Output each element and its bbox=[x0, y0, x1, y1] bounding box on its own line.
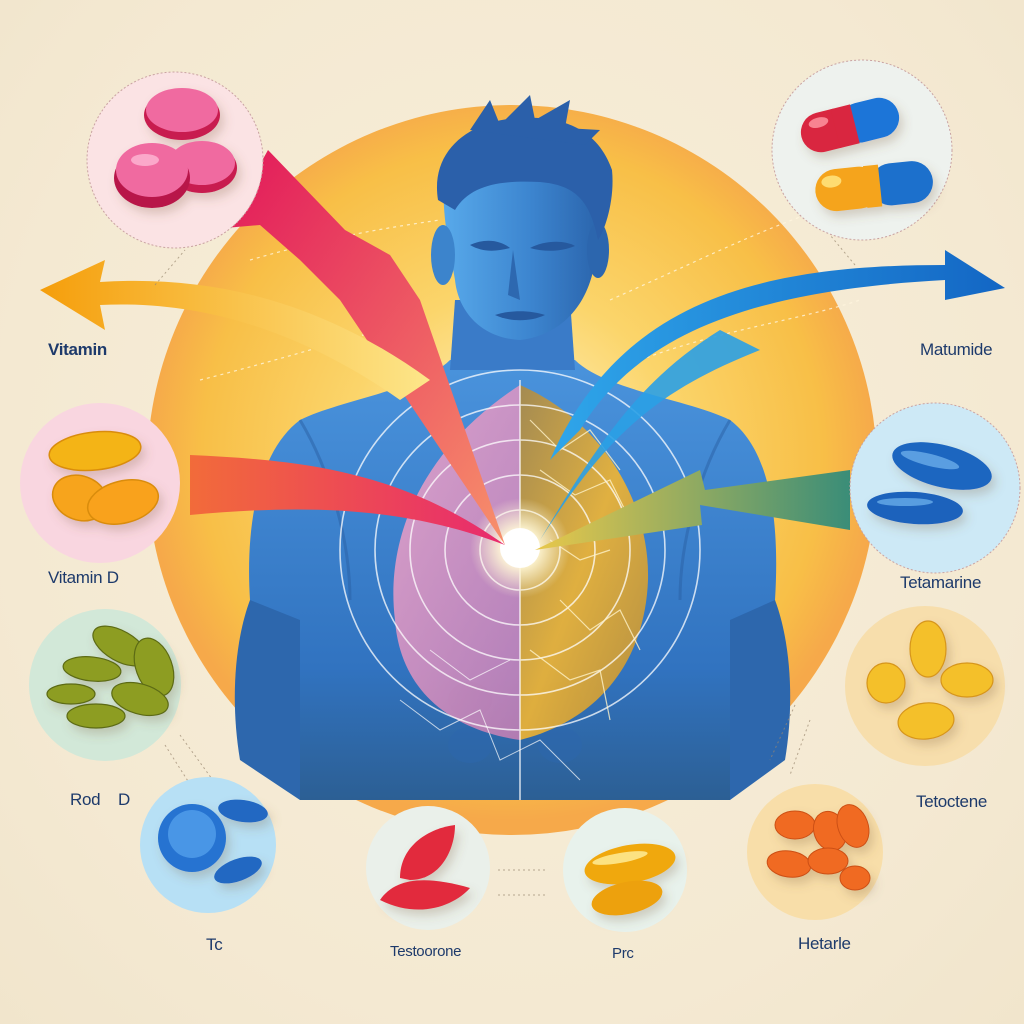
supplement-pink-tablets bbox=[86, 71, 264, 249]
label-vitamin-d: Vitamin D bbox=[48, 568, 119, 587]
supplement-orange-ovals bbox=[747, 784, 883, 920]
supplement-capsules bbox=[771, 59, 953, 241]
arrow-lightblue-inward bbox=[540, 330, 760, 540]
arrow-orange-outward bbox=[40, 260, 430, 400]
label-vitamin: Vitamin bbox=[48, 340, 107, 359]
supplement-red-seeds bbox=[366, 806, 490, 930]
chest-overlay bbox=[339, 369, 701, 800]
label-hetarle: Hetarle bbox=[798, 934, 851, 953]
label-tetoctene: Tetoctene bbox=[916, 792, 988, 811]
supplement-blue-tablets bbox=[140, 777, 276, 913]
arrow-red-inward bbox=[190, 455, 505, 545]
supplement-softgels bbox=[563, 808, 687, 932]
label-rod-d: Rod D bbox=[70, 790, 130, 809]
supplement-yellow-ovals bbox=[845, 606, 1005, 766]
label-tetamarine: Tetamarine bbox=[900, 573, 982, 592]
supplement-blue-ovals bbox=[849, 402, 1021, 574]
supplement-yellow-seeds bbox=[20, 403, 180, 563]
label-tc: Tc bbox=[206, 935, 223, 954]
arrow-green-inward bbox=[535, 470, 850, 550]
arrow-blue-outward bbox=[550, 250, 1005, 460]
arrows bbox=[40, 150, 1005, 550]
arrow-magenta-inward bbox=[225, 150, 505, 545]
label-matumide: Matumide bbox=[920, 340, 993, 359]
center-glow bbox=[500, 528, 540, 568]
label-prc: Prc bbox=[612, 945, 634, 962]
supplement-green-seeds bbox=[29, 609, 181, 761]
label-testoorone: Testoorone bbox=[390, 943, 462, 960]
